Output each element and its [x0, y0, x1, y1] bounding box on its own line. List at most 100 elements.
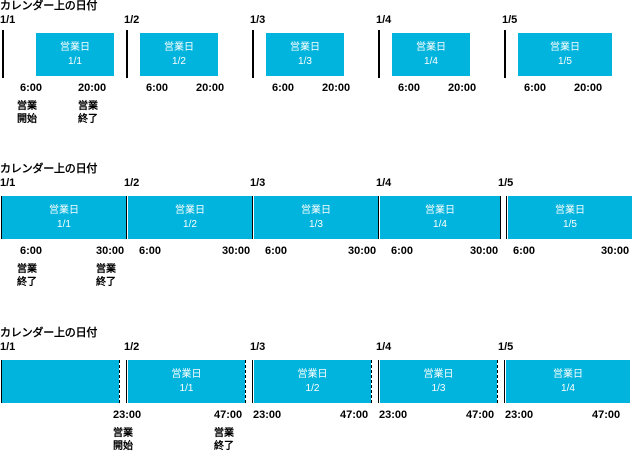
section-2-day-label-3: 1/3 [250, 177, 266, 189]
section-2-day-label-4: 1/4 [376, 177, 392, 189]
section-1-end-time-2: 20:00 [196, 82, 225, 94]
section-1-start-time-4: 6:00 [398, 82, 421, 94]
section-2-bar-3-date: 1/3 [309, 218, 323, 230]
section-1-end-time-3: 20:00 [322, 82, 351, 94]
section-2-end-time-1: 30:00 [96, 245, 125, 257]
section-2-end-caption-line2: 終了 [96, 277, 116, 288]
section-3-bar-4-date: 1/4 [561, 382, 575, 394]
section-2-bar-5[interactable]: 営業日 1/5 [508, 196, 632, 239]
section-1-bar-2[interactable]: 営業日 1/2 [140, 33, 218, 76]
section-3-end-caption-line2: 終了 [214, 441, 234, 452]
section-3-bar-3[interactable]: 営業日 1/3 [380, 360, 497, 403]
section-1-day-boundary-1 [2, 30, 4, 78]
section-2-end-time-2: 30:00 [222, 245, 251, 257]
section-1-bar-3-text: 営業日 1/3 [266, 41, 344, 69]
section-3-day-boundary-3 [252, 360, 253, 403]
section-2-end-caption: 営業 終了 [96, 263, 116, 289]
section-3-shift-marker-3 [371, 360, 372, 403]
section-1-bar-1-title: 営業日 [60, 41, 90, 53]
section-2-day-label-2: 1/2 [124, 177, 140, 189]
section-2-bar-4-date: 1/4 [433, 218, 447, 230]
section-1-end-caption-line2: 終了 [78, 114, 98, 125]
section-1-bar-4-text: 営業日 1/4 [392, 41, 470, 69]
timeline-section-2: カレンダー上の日付 1/1 1/2 1/3 1/4 1/5 営業日 1/1 営業… [0, 163, 644, 323]
section-3-day-boundary-2 [126, 360, 127, 403]
section-1-day-label-3: 1/3 [250, 14, 266, 26]
section-2-bar-3[interactable]: 営業日 1/3 [254, 196, 378, 239]
section-3-shift-marker-1 [119, 360, 120, 403]
section-3-bar-1-date: 1/1 [179, 382, 194, 394]
section-3-day-boundary-5 [504, 360, 505, 403]
section-1-bar-4-title: 営業日 [416, 41, 446, 53]
section-1-start-caption-line2: 開始 [17, 114, 37, 125]
section-3-bar-2[interactable]: 営業日 1/2 [254, 360, 371, 403]
section-3-shift-marker-2 [245, 360, 246, 403]
section-1-day-boundary-5 [504, 30, 506, 78]
section-3-end-caption-line1: 営業 [214, 428, 234, 439]
section-2-bar-1[interactable]: 営業日 1/1 [2, 196, 126, 239]
section-2-day-label-1: 1/1 [0, 177, 16, 189]
section-3-start-time-1: 23:00 [113, 409, 142, 421]
section-2-header: カレンダー上の日付 [0, 163, 98, 175]
section-3-bar-0-partial[interactable] [2, 360, 119, 403]
section-2-day-boundary-6 [506, 196, 507, 239]
section-1-end-time-4: 20:00 [448, 82, 477, 94]
section-2-day-boundary-1 [1, 196, 2, 239]
section-3-bar-4[interactable]: 営業日 1/4 [506, 360, 630, 403]
section-1-bar-5-date: 1/5 [558, 55, 572, 67]
section-3-day-label-5: 1/5 [498, 341, 514, 353]
section-3-day-label-3: 1/3 [250, 341, 266, 353]
section-2-day-boundary-2 [126, 196, 127, 239]
section-3-end-caption: 営業 終了 [214, 427, 234, 453]
section-2-end-time-3: 30:00 [348, 245, 377, 257]
section-3-start-time-4: 23:00 [505, 409, 534, 421]
section-1-bar-1-date: 1/1 [68, 55, 82, 67]
section-1-bar-3-date: 1/3 [298, 55, 312, 67]
section-2-day-boundary-5 [500, 196, 501, 239]
section-2-start-caption-line1: 営業 [17, 264, 37, 275]
section-1-day-boundary-4 [378, 30, 380, 78]
section-3-start-time-2: 23:00 [253, 409, 282, 421]
section-2-end-caption-line1: 営業 [96, 264, 116, 275]
section-2-bar-2[interactable]: 営業日 1/2 [128, 196, 252, 239]
section-2-day-boundary-3 [252, 196, 253, 239]
section-3-bar-1-text: 営業日 1/1 [128, 368, 245, 396]
section-1-bar-2-text: 営業日 1/2 [140, 41, 218, 69]
section-3-bar-1[interactable]: 営業日 1/1 [128, 360, 245, 403]
section-3-start-caption-line1: 営業 [113, 428, 133, 439]
section-3-day-boundary-1 [1, 360, 2, 403]
section-3-day-boundary-4 [378, 360, 379, 403]
section-3-end-time-1: 47:00 [214, 409, 243, 421]
section-1-bar-4[interactable]: 営業日 1/4 [392, 33, 470, 76]
section-1-end-time-1: 20:00 [78, 82, 107, 94]
section-2-bar-2-text: 営業日 1/2 [128, 204, 252, 232]
section-1-end-caption-line1: 営業 [78, 101, 98, 112]
section-3-day-label-4: 1/4 [376, 341, 392, 353]
section-3-start-caption-line2: 開始 [113, 441, 133, 452]
section-3-bar-3-date: 1/3 [431, 382, 446, 394]
section-2-bar-4-title: 営業日 [425, 204, 455, 216]
timeline-section-3: カレンダー上の日付 1/1 1/2 1/3 1/4 1/5 営業日 1/1 営業… [0, 327, 644, 464]
section-1-header: カレンダー上の日付 [0, 0, 98, 12]
section-3-end-time-3: 47:00 [466, 409, 495, 421]
section-1-bar-2-title: 営業日 [164, 41, 194, 53]
section-3-bar-4-title: 営業日 [553, 368, 583, 380]
section-1-bar-1-text: 営業日 1/1 [36, 41, 114, 69]
section-1-bar-1[interactable]: 営業日 1/1 [36, 33, 114, 76]
section-2-start-time-1: 6:00 [20, 245, 43, 257]
section-3-start-caption: 営業 開始 [113, 427, 133, 453]
section-2-bar-2-date: 1/2 [183, 218, 197, 230]
section-2-day-boundary-4 [378, 196, 379, 239]
section-2-bar-4-text: 営業日 1/4 [380, 204, 500, 232]
section-1-bar-3[interactable]: 営業日 1/3 [266, 33, 344, 76]
section-2-bar-4[interactable]: 営業日 1/4 [380, 196, 500, 239]
section-1-end-caption: 営業 終了 [78, 100, 98, 126]
section-3-bar-3-title: 営業日 [423, 368, 454, 380]
section-3-bar-2-text: 営業日 1/2 [254, 368, 371, 396]
section-1-bar-5[interactable]: 営業日 1/5 [518, 33, 612, 76]
section-1-day-label-1: 1/1 [0, 14, 16, 26]
section-1-start-caption: 営業 開始 [17, 100, 37, 126]
section-2-end-time-4: 30:00 [470, 245, 499, 257]
section-3-bar-2-date: 1/2 [305, 382, 320, 394]
section-3-day-label-1: 1/1 [0, 341, 16, 353]
